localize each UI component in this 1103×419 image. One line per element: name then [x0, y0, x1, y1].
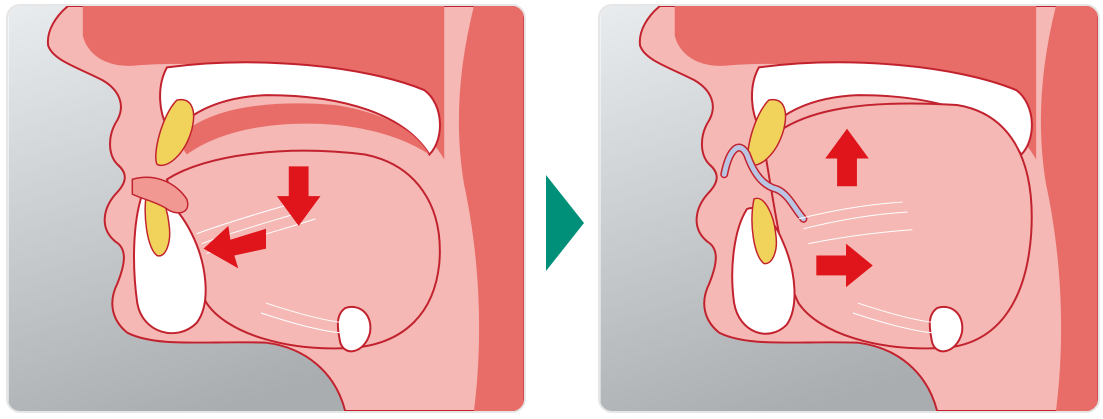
panel-before [6, 4, 526, 413]
panel-after [598, 4, 1100, 413]
mouth-cross-section-after [600, 6, 1098, 411]
next-step-arrow-icon [546, 175, 584, 271]
mouth-cross-section-before [8, 6, 524, 411]
